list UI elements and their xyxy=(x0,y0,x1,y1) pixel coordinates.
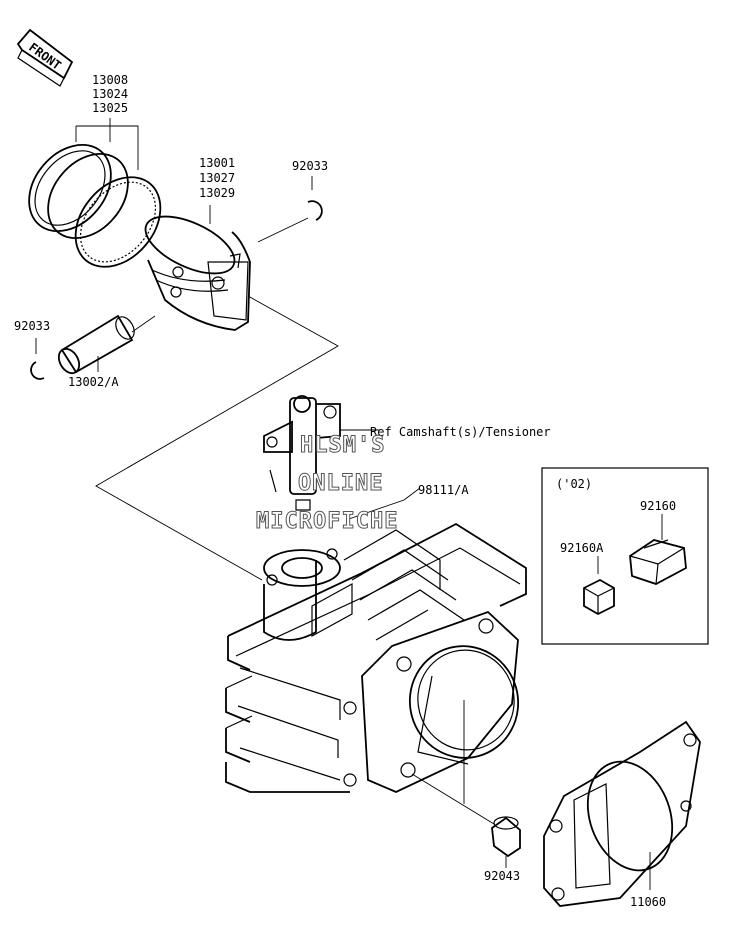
damper-92160a xyxy=(583,578,615,616)
inset-box xyxy=(541,467,709,645)
watermark: HLSM'S ONLINE MICROFICHE xyxy=(256,433,398,535)
dowel-pin xyxy=(491,816,521,868)
inset-year-label: ('02) xyxy=(556,477,592,491)
stud-fitting-part-number: 98111/A xyxy=(418,483,469,497)
pin-part-number: 13002/A xyxy=(68,375,119,389)
watermark-line-1: HLSM'S xyxy=(300,433,385,458)
front-arrow-icon: FRONT xyxy=(16,28,74,87)
cylinder-block xyxy=(225,522,527,793)
watermark-line-2: ONLINE xyxy=(298,471,383,496)
tensioner-reference-label: Ref Camshaft(s)/Tensioner xyxy=(370,425,551,439)
damper-part-number: 92160 xyxy=(640,499,676,513)
watermark-line-3: MICROFICHE xyxy=(256,509,398,534)
piston-rings xyxy=(28,143,162,268)
cam-tensioner xyxy=(263,395,380,511)
piston xyxy=(144,215,251,331)
gasket-part-number: 11060 xyxy=(630,895,666,909)
circlip-right xyxy=(257,176,323,243)
damper-92160 xyxy=(629,539,687,585)
stud-part-number: 92043 xyxy=(484,869,520,883)
piston-part-number-2: 13027 xyxy=(199,171,235,185)
clip-left-part-number: 92033 xyxy=(14,319,50,333)
damper-a-part-number: 92160A xyxy=(560,541,604,555)
ring-part-number-3: 13025 xyxy=(92,101,128,115)
piston-part-number-3: 13029 xyxy=(199,186,235,200)
piston-pin xyxy=(57,314,156,375)
cylinder-gasket xyxy=(543,720,701,907)
piston-part-number-1: 13001 xyxy=(199,156,235,170)
ring-part-number-2: 13024 xyxy=(92,87,128,101)
ring-part-number-1: 13008 xyxy=(92,73,128,87)
clip-right-part-number: 92033 xyxy=(292,159,328,173)
circlip-left xyxy=(30,338,45,380)
